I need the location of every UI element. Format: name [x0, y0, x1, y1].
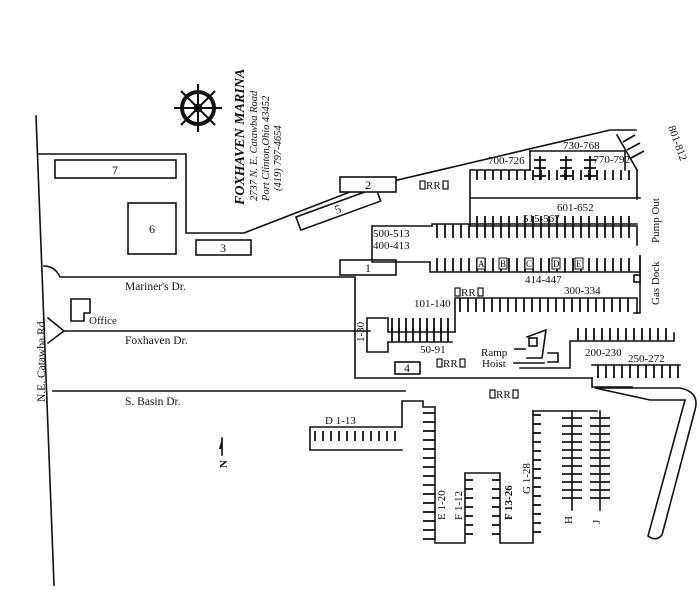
gas-dock-marker	[633, 274, 641, 283]
dock-200-label: 200-230	[585, 347, 622, 359]
office-label: Office	[89, 315, 117, 327]
dock-601-bottom	[469, 225, 638, 246]
building-1	[339, 259, 397, 276]
gas-dock-label: Gas Dock	[650, 261, 662, 305]
building-2	[339, 176, 397, 193]
svg-text:RR: RR	[443, 358, 458, 370]
ramp-marker	[528, 337, 538, 347]
marina-city: Port Clinton,Ohio 43452	[261, 95, 272, 202]
building-6	[127, 202, 177, 255]
dock-250-outline	[591, 377, 633, 388]
catawba-road-label: N.E. Catawba Rd.	[36, 319, 48, 402]
building-6-label: 6	[149, 222, 155, 236]
dock-250-label: 250-272	[628, 353, 665, 365]
pump-out-label: Pump Out	[650, 198, 662, 243]
dock-500-label: 500-513	[373, 228, 410, 240]
dock-e-f-g-outline	[401, 400, 534, 544]
dock-f13-label: F 13-26	[503, 485, 515, 520]
building-4	[394, 361, 421, 375]
building-7-label: 7	[112, 163, 118, 177]
north-arrow-icon: N	[218, 437, 230, 468]
dock-h-label: H	[563, 516, 575, 524]
dock-f1-label: F 1-12	[453, 491, 465, 520]
hoist-label: Hoist	[482, 358, 506, 370]
svg-text:N: N	[218, 460, 230, 468]
mariners-drive-line	[43, 265, 593, 379]
slip-label-a: A	[478, 259, 485, 269]
slip-box-c	[524, 257, 534, 270]
slip-label-d: D	[553, 259, 560, 269]
dock-50-label: 50-91	[420, 344, 446, 356]
dock-700-outline	[469, 169, 531, 227]
slip-label-b: B	[500, 259, 506, 269]
mariners-drive-label: Mariner's Dr.	[125, 281, 186, 293]
dock-1-label: 1-30	[355, 321, 367, 342]
slip-finger-801	[626, 142, 641, 151]
ship-wheel-icon	[174, 84, 222, 132]
dock-200-inner	[547, 352, 559, 363]
dock-730-outline	[529, 150, 626, 171]
office-building	[70, 298, 91, 322]
building-3	[195, 239, 252, 256]
slip-box-b	[498, 257, 508, 270]
dock-801-diag	[615, 133, 639, 172]
building-5-label: 5	[333, 202, 343, 217]
slip-box-e	[574, 257, 584, 270]
dock-400-label: 400-413	[373, 240, 410, 252]
dock-g-label: G 1-28	[521, 463, 533, 494]
dock-300-spine	[454, 297, 638, 333]
slip-label-c: C	[526, 259, 532, 269]
foxhaven-drive-label: Foxhaven Dr.	[125, 335, 188, 347]
dock-e-label: E 1-20	[436, 490, 448, 520]
ramp-outline	[525, 328, 547, 359]
ramp-label: Ramp	[481, 347, 508, 359]
dock-601-label: 601-652	[557, 202, 594, 214]
dock-500-outline	[371, 225, 431, 263]
dock-d-outline	[309, 426, 403, 451]
dock-730-label: 730-768	[563, 140, 600, 152]
property-boundary	[37, 129, 637, 234]
dock-j-label: J	[591, 519, 603, 524]
dock-300-label: 300-334	[564, 285, 601, 297]
dock-515-label: 515-567	[523, 213, 560, 225]
building-1-label: 1	[365, 261, 371, 275]
dock-770-label: 770-792	[593, 154, 630, 166]
dock-515-spine	[431, 223, 638, 227]
building-4-label: 4	[404, 361, 410, 375]
dock-d-label: D 1-13	[325, 415, 356, 427]
slip-box-a	[476, 257, 486, 270]
marina-phone: (419) 797-4654	[273, 125, 284, 191]
restroom-marker: RR	[454, 287, 484, 299]
building-7	[54, 159, 177, 179]
svg-text:RR: RR	[461, 287, 476, 299]
catawba-road-line	[35, 115, 55, 586]
breakwater	[594, 387, 697, 540]
restroom-marker: RR	[436, 358, 466, 370]
marina-address: 2737 N. E. Catawba Road	[249, 90, 260, 201]
svg-text:RR: RR	[426, 180, 441, 192]
dock-801-label: 801-812	[665, 124, 689, 163]
building-2-label: 2	[365, 178, 371, 192]
dock-414-label: 414-447	[525, 274, 562, 286]
svg-text:RR: RR	[496, 389, 511, 401]
slip-box-d	[551, 257, 561, 270]
foxhaven-entrance	[46, 316, 66, 345]
slip-label-e: E	[576, 259, 582, 269]
dock-700-label: 700-726	[488, 155, 525, 167]
building-3-label: 3	[220, 241, 226, 255]
slip-finger-801	[622, 134, 636, 143]
slip-finger-801	[630, 150, 645, 159]
south-basin-drive-label: S. Basin Dr.	[125, 396, 181, 408]
building-5	[294, 186, 382, 232]
marina-title: FOXHAVEN MARINA	[233, 69, 248, 206]
restroom-marker: RR	[489, 389, 519, 401]
restroom-marker: RR	[419, 180, 449, 192]
dock-101-outline	[366, 317, 456, 353]
dock-101-label: 101-140	[414, 298, 451, 310]
dock-200-spine	[519, 332, 675, 369]
